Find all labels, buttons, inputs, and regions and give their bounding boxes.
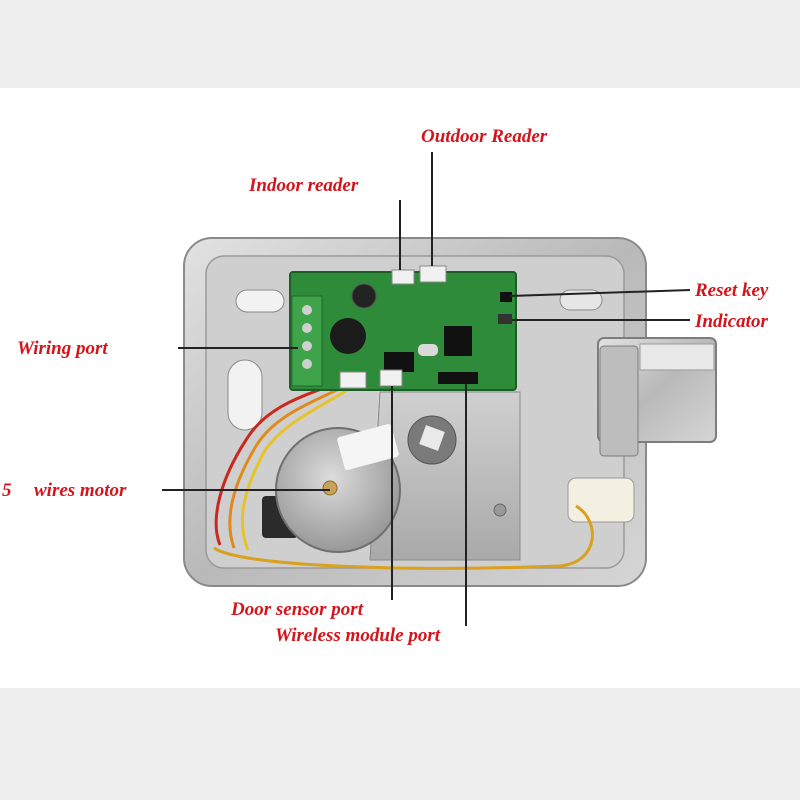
label-indicator: Indicator (695, 311, 768, 332)
leader-reset-key (509, 289, 691, 297)
chip-2 (444, 326, 472, 356)
indoor-reader-connector (391, 269, 415, 285)
crystal (418, 344, 438, 356)
motor-sticker (337, 424, 399, 470)
buzzer (330, 318, 366, 354)
wire-bundle-yellow (240, 378, 363, 551)
mount-slot-right (559, 289, 603, 311)
cam-square (419, 425, 445, 451)
label-outdoor-reader: Outdoor Reader (421, 126, 548, 147)
latch-end (639, 343, 715, 371)
wire-bundle-orange (228, 378, 357, 549)
bottom-band (0, 688, 800, 800)
label-door-sensor-port: Door sensor port (231, 599, 363, 620)
reset-key-part (500, 292, 512, 302)
wire-bottom (213, 504, 594, 570)
door-sensor-connector (379, 369, 403, 387)
motor-shaft (322, 480, 338, 496)
mount-slot-left (227, 359, 263, 431)
chip-1 (384, 352, 414, 372)
label-motor: wires motor (34, 480, 127, 501)
pcb-board (289, 271, 517, 391)
door-sensor (567, 477, 635, 523)
label-wiring-port: Wiring port (17, 338, 108, 359)
indicator-part (498, 314, 512, 324)
capacitor (351, 283, 377, 309)
label-motor-prefix: 5 (2, 480, 12, 501)
label-wireless-module-port: Wireless module port (275, 625, 441, 646)
label-indoor-reader: Indoor reader (249, 175, 359, 196)
top-band (0, 0, 800, 88)
plate-screw (493, 503, 507, 517)
label-reset-key: Reset key (695, 280, 769, 301)
motor-connector (339, 371, 367, 389)
latch-guide (599, 345, 639, 457)
outdoor-reader-connector (419, 265, 447, 283)
mount-slot-top (235, 289, 285, 313)
wireless-connector (438, 372, 478, 384)
